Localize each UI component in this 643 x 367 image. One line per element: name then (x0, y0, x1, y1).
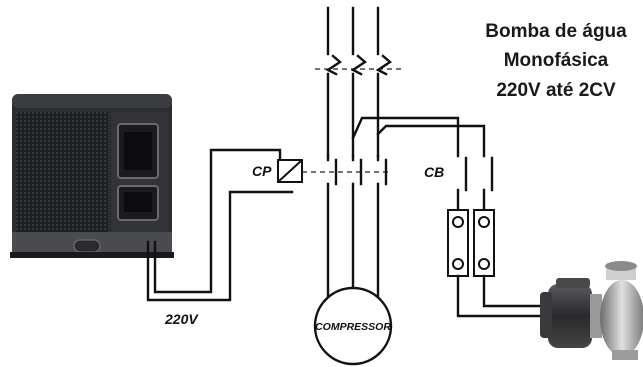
title-line-2: Monofásica (504, 50, 609, 71)
heat-pump-icon (10, 94, 174, 258)
compressor-motor-icon: COMPRESSOR (313, 286, 393, 366)
title-line-3: 220V até 2CV (496, 80, 616, 101)
cp-relay-icon (277, 159, 303, 183)
cp-contacts (326, 154, 388, 186)
diagram-title: Bomba de água Monofásica 220V até 2CV (485, 21, 627, 101)
cp-label: CP (252, 163, 272, 179)
title-line-1: Bomba de água (485, 21, 627, 42)
water-pump-icon (540, 261, 643, 360)
cb-contacts (456, 156, 494, 212)
pump-wires (456, 274, 558, 318)
supply-wires (146, 148, 294, 302)
overload-block-icon (447, 209, 495, 277)
supply-voltage-label: 220V (164, 311, 199, 327)
compressor-label: COMPRESSOR (315, 321, 391, 333)
three-phase-lines (325, 6, 392, 298)
cb-tap-wires (351, 116, 486, 158)
cb-label: CB (424, 164, 444, 180)
